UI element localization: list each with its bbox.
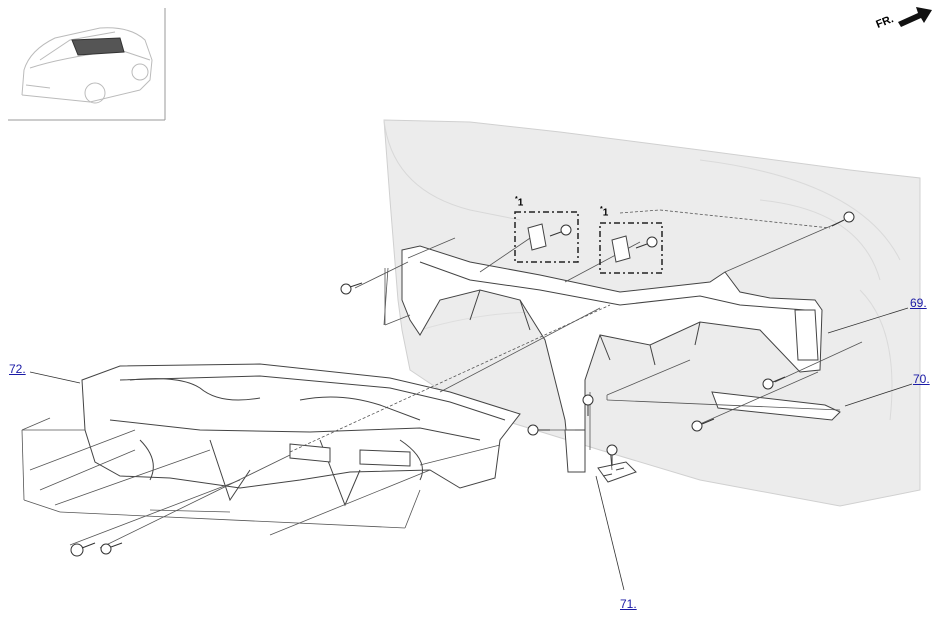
detail-mark-1: *1 [515, 196, 523, 208]
detail-box-2 [599, 222, 663, 274]
bolt-icon [527, 424, 550, 436]
bolt-icon [831, 211, 855, 227]
detail-mark-number: 1 [517, 197, 524, 209]
instrument-panel-bracket [597, 461, 637, 483]
front-direction-arrow-icon [898, 7, 932, 27]
callout-69[interactable]: 69. [910, 296, 927, 310]
callout-70[interactable]: 70. [913, 372, 930, 386]
bolt-icon [762, 376, 786, 390]
callout-72[interactable]: 72. [9, 362, 26, 376]
bolts [70, 211, 855, 557]
bolt-icon [100, 542, 123, 555]
callout-71[interactable]: 71. [620, 597, 637, 611]
detail-clips [527, 223, 631, 263]
bolt-icon [340, 282, 363, 295]
bolt-icon [635, 236, 658, 249]
callout-leaders [29, 307, 913, 591]
detail-mark-star: * [515, 196, 518, 203]
side-bracket [711, 391, 841, 421]
bolt-icon [606, 444, 618, 466]
instrument-panel-reinforcement [401, 245, 823, 473]
bolt-icon [549, 224, 572, 237]
instrument-panel-assembly [81, 363, 521, 507]
highlighted-dashboard-icon [71, 37, 125, 56]
vehicle-locator-thumbnail [8, 8, 166, 121]
detail-mark-2: *1 [600, 206, 608, 218]
bolt-icon [582, 394, 594, 416]
detail-mark-number: 1 [602, 207, 609, 219]
bolt-icon [70, 542, 96, 557]
detail-box-1 [514, 211, 579, 263]
detail-mark-star: * [600, 206, 603, 213]
bolt-icon [691, 418, 715, 432]
